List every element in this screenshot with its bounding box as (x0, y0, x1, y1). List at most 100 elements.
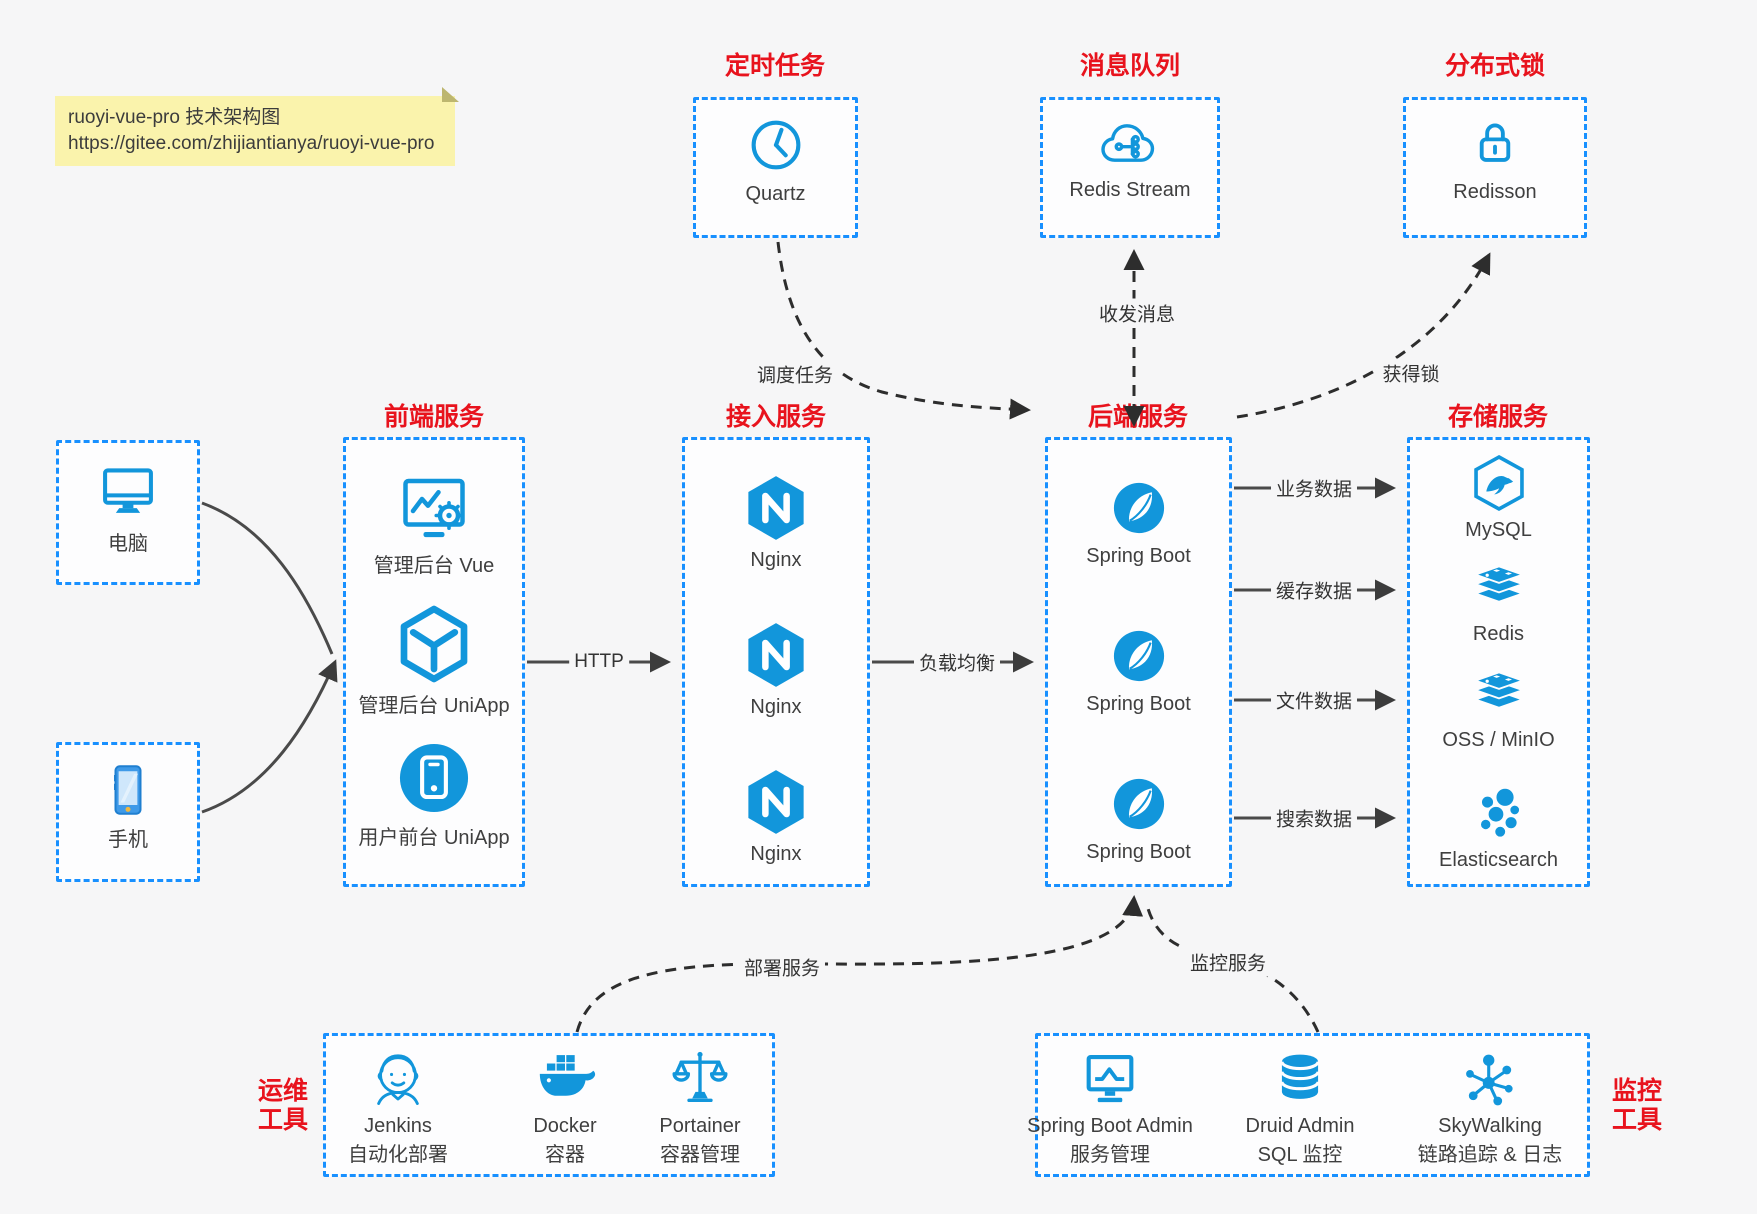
item-label: Docker (533, 1115, 597, 1137)
item-label: Redis Stream (1069, 179, 1191, 201)
pc-client-box: 电脑 (56, 440, 200, 585)
gateway-box: Nginx Nginx Nginx (682, 437, 870, 887)
edge-label-monitor-service: 监控服务 (1184, 947, 1272, 977)
item-label: Druid Admin (1245, 1115, 1355, 1137)
edge-label-load-balance: 负载均衡 (913, 647, 1001, 677)
item-sublabel: 容器管理 (660, 1144, 740, 1166)
phone-circle-icon (396, 740, 472, 816)
item-label: Nginx (750, 549, 802, 571)
clock-icon (747, 116, 805, 174)
edge-label-cache-data: 缓存数据 (1270, 575, 1358, 605)
monitor-item-skywalking: SkyWalking 链路追踪 & 日志 (1390, 1048, 1590, 1168)
mobile-client-box: 手机 (56, 742, 200, 882)
cloud-stream-icon (1098, 116, 1162, 170)
monitor-tools-line2: 工具 (1611, 1106, 1662, 1134)
item-sublabel: 服务管理 (1070, 1144, 1150, 1166)
edge-label-deploy-service: 部署服务 (738, 952, 826, 982)
desktop-icon (95, 461, 161, 523)
item-sublabel: 容器 (545, 1144, 585, 1166)
spring-icon (1111, 776, 1167, 832)
quartz-box: Quartz (693, 97, 858, 238)
storage-item-oss-minio: OSS / MinIO (1410, 670, 1587, 753)
ops-item-portainer: Portainer 容器管理 (615, 1048, 785, 1168)
note-line1: ruoyi-vue-pro 技术架构图 (68, 107, 281, 128)
ops-tools-label: 运维 工具 (248, 1077, 318, 1135)
monitor-item-sba: Spring Boot Admin 服务管理 (1010, 1048, 1210, 1168)
docker-icon (534, 1048, 596, 1110)
title-storage: 存储服务 (1447, 403, 1549, 431)
uniapp-cube-icon (394, 604, 474, 684)
backend-item-spring-3: Spring Boot (1048, 776, 1229, 865)
mobile-client-item: 手机 (59, 760, 197, 853)
monitor-item-druid: Druid Admin SQL 监控 (1200, 1048, 1400, 1168)
portainer-icon (669, 1048, 731, 1110)
item-sublabel: 自动化部署 (348, 1144, 448, 1166)
title-distributed-lock: 分布式锁 (1444, 52, 1546, 80)
frontend-item-admin-uniapp: 管理后台 UniApp (346, 604, 522, 719)
lock-icon (1466, 114, 1524, 172)
item-label: Elasticsearch (1439, 849, 1558, 871)
redis-stream-box: Redis Stream (1040, 97, 1220, 238)
title-frontend: 前端服务 (383, 403, 485, 431)
sticky-note: ruoyi-vue-pro 技术架构图 https://gitee.com/zh… (55, 87, 459, 166)
item-sublabel: 链路追踪 & 日志 (1417, 1144, 1563, 1166)
title-gateway: 接入服务 (725, 403, 827, 431)
edge-mobile-to-frontend (201, 659, 338, 814)
storage-box: MySQL Redis (1407, 437, 1590, 887)
edge-label-send-receive-message: 收发消息 (1093, 298, 1181, 328)
item-label: Spring Boot (1086, 545, 1191, 567)
nginx-icon (742, 768, 810, 836)
backend-item-spring-2: Spring Boot (1048, 628, 1229, 717)
monitor-tools-box: Spring Boot Admin 服务管理 Druid Admin SQL 监… (1027, 1033, 1590, 1177)
ops-tools-line1: 运维 (257, 1077, 308, 1105)
item-label: 管理后台 UniApp (358, 695, 510, 717)
edge-acquire-lock (1236, 252, 1491, 419)
item-label: Quartz (745, 183, 806, 205)
item-label: OSS / MinIO (1442, 729, 1555, 751)
jenkins-icon (367, 1048, 429, 1110)
edge-label-file-data: 文件数据 (1270, 685, 1358, 715)
edge-label-acquire-lock: 获得锁 (1377, 358, 1445, 388)
item-label: Spring Boot Admin (1027, 1115, 1193, 1137)
gateway-item-nginx-3: Nginx (685, 768, 867, 867)
ops-tools-line2: 工具 (257, 1106, 308, 1134)
edge-label-schedule-task: 调度任务 (751, 359, 839, 389)
ops-item-jenkins: Jenkins 自动化部署 (313, 1048, 483, 1168)
note-fold (442, 87, 459, 102)
frontend-item-user-uniapp: 用户前台 UniApp (346, 740, 522, 851)
item-label: Redis (1472, 623, 1525, 645)
ops-tools-box: Jenkins 自动化部署 Docker 容器 (323, 1033, 775, 1177)
pc-client-item: 电脑 (59, 461, 197, 557)
storage-item-mysql: MySQL (1410, 454, 1587, 543)
nginx-icon (742, 474, 810, 542)
edge-label-http: HTTP (569, 650, 629, 674)
frontend-item-admin-vue: 管理后台 Vue (346, 472, 522, 579)
item-label: Portainer (659, 1115, 741, 1137)
edge-label-search-data: 搜索数据 (1270, 803, 1358, 833)
mysql-icon (1470, 454, 1528, 512)
item-label: Nginx (750, 696, 802, 718)
item-label: Spring Boot (1086, 841, 1191, 863)
title-scheduled-task: 定时任务 (724, 52, 826, 80)
monitor-tools-line1: 监控 (1611, 1077, 1662, 1105)
item-label: 管理后台 Vue (373, 555, 495, 577)
gateway-item-nginx-2: Nginx (685, 621, 867, 720)
edge-label-business-data: 业务数据 (1270, 473, 1358, 503)
topology-icon (1459, 1048, 1521, 1110)
mobile-icon (98, 760, 158, 820)
item-label: 用户前台 UniApp (358, 827, 510, 849)
gateway-item-nginx-1: Nginx (685, 474, 867, 573)
item-label: 手机 (108, 829, 148, 851)
monitor-chart-icon (1079, 1048, 1141, 1110)
elasticsearch-icon (1470, 784, 1528, 842)
quartz-item: Quartz (696, 116, 855, 207)
note-line2: https://gitee.com/zhijiantianya/ruoyi-vu… (68, 133, 435, 154)
item-label: Jenkins (364, 1115, 432, 1137)
title-backend: 后端服务 (1087, 403, 1189, 431)
backend-item-spring-1: Spring Boot (1048, 480, 1229, 569)
backend-box: Spring Boot Spring Boot Spring Boot (1045, 437, 1232, 887)
redis-icon (1470, 564, 1528, 616)
item-sublabel: SQL 监控 (1257, 1144, 1343, 1166)
edge-deploy-service (575, 895, 1144, 1033)
